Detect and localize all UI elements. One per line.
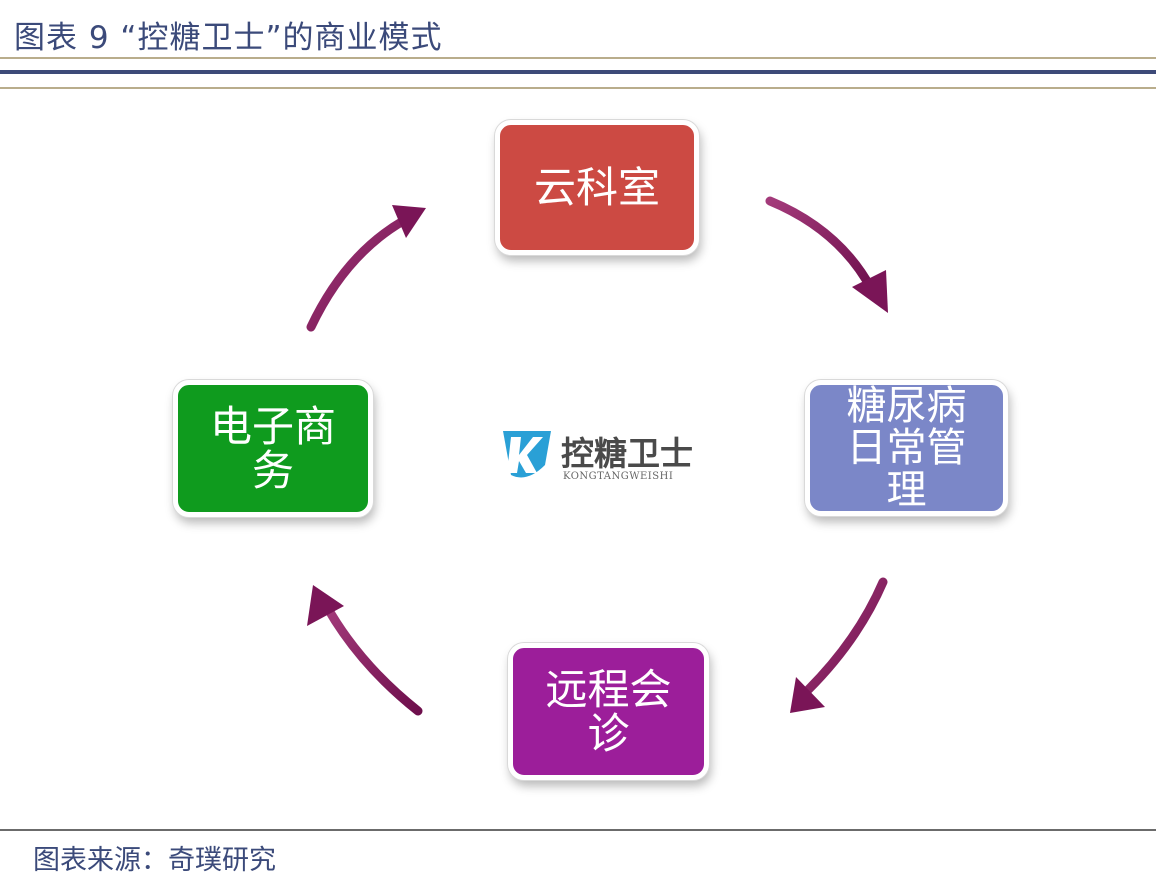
node-diabetes-daily-management: 糖尿病 日常管 理 <box>805 380 1008 516</box>
business-model-diagram: 云科室 糖尿病 日常管 理 远程会 诊 电子商 务 控糖卫士 KONGTANGW… <box>0 95 1156 825</box>
node-cloud-department: 云科室 <box>495 120 699 255</box>
node-right-label: 糖尿病 日常管 理 <box>846 383 967 513</box>
cycle-arrows <box>306 196 888 716</box>
arrow-bottom-to-left <box>307 585 423 716</box>
node-e-commerce: 电子商 务 <box>173 380 373 517</box>
arrow-left-to-top <box>306 205 426 332</box>
node-left-label: 电子商 务 <box>209 401 336 495</box>
logo-subtitle: KONGTANGWEISHI <box>563 471 674 482</box>
arrow-top-to-right <box>765 196 888 313</box>
title-rule-middle <box>0 70 1156 74</box>
center-logo: 控糖卫士 KONGTANGWEISHI <box>497 425 707 485</box>
node-top-label: 云科室 <box>533 162 660 212</box>
node-remote-consultation: 远程会 诊 <box>508 643 709 780</box>
figure-source: 图表来源：奇璞研究 <box>33 845 276 876</box>
title-rule-bottom <box>0 87 1156 89</box>
footer-rule <box>0 829 1156 831</box>
title-rule-top <box>0 57 1156 59</box>
figure-title: 图表 9 “控糖卫士”的商业模式 <box>14 20 443 56</box>
node-bottom-label: 远程会 诊 <box>545 664 672 758</box>
logo-text: 控糖卫士 <box>561 434 693 473</box>
arrow-right-to-bottom <box>790 577 888 713</box>
shield-k-icon <box>503 431 551 478</box>
